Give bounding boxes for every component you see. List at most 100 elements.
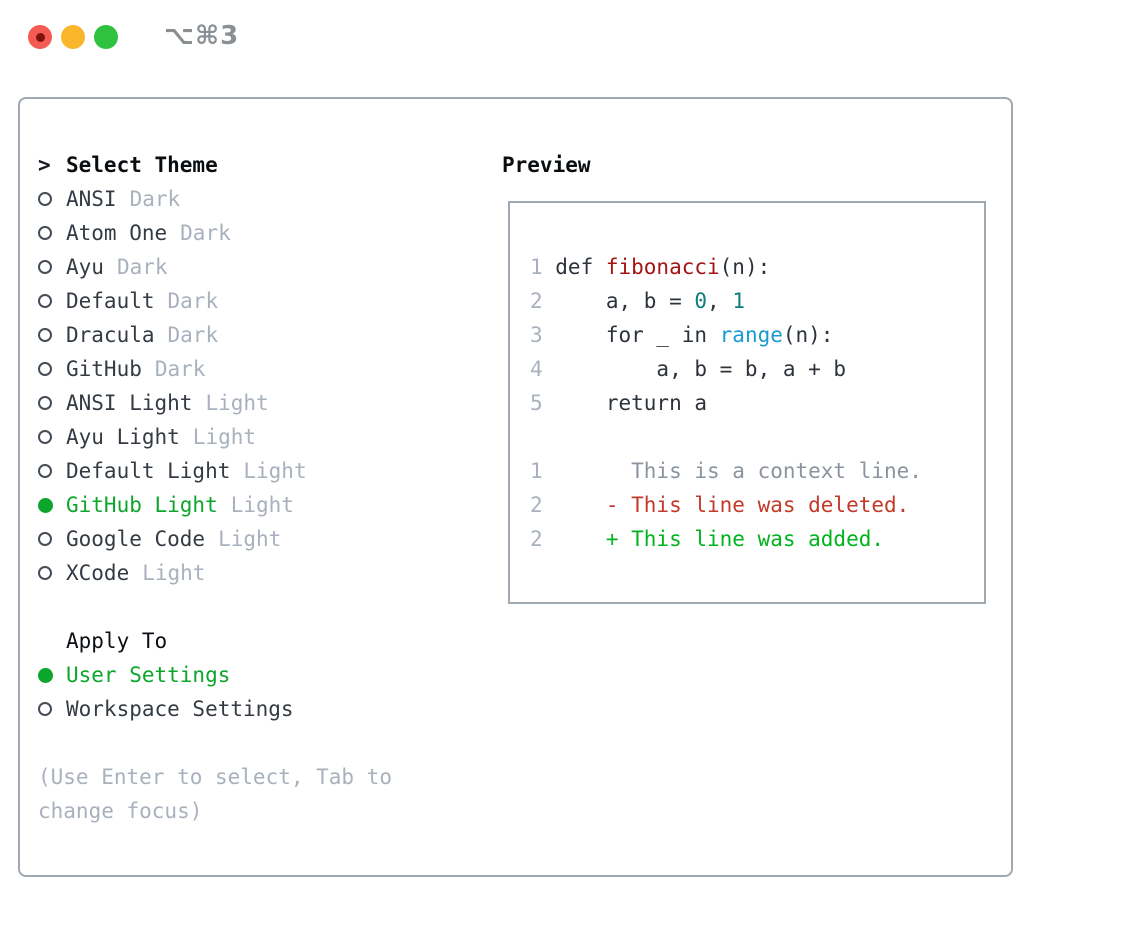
- close-dot-icon: [35, 32, 45, 42]
- theme-variant-badge: Light: [230, 493, 294, 517]
- code-token: (n):: [782, 323, 834, 347]
- theme-name: Ayu: [66, 255, 104, 279]
- code-token: (n):: [719, 255, 771, 279]
- code-token: range: [719, 323, 783, 347]
- apply-option-user-settings[interactable]: User Settings: [38, 658, 488, 692]
- preview-title: Preview: [502, 153, 591, 177]
- marker-cell: [38, 556, 66, 590]
- theme-name: Google Code: [66, 527, 206, 551]
- line-number: 3: [530, 323, 543, 347]
- theme-variant-badge: Dark: [154, 357, 206, 381]
- code-token: - This line was deleted.: [555, 493, 910, 517]
- theme-variant-badge: Dark: [167, 289, 219, 313]
- radio-icon: [38, 328, 52, 342]
- theme-option-ansi[interactable]: ANSI Dark: [38, 182, 488, 216]
- marker-cell: [38, 624, 66, 658]
- theme-option-github-light[interactable]: GitHub Light Light: [38, 488, 488, 522]
- code-line: 1 This is a context line.: [530, 454, 970, 488]
- apply-option-workspace-settings[interactable]: Workspace Settings: [38, 692, 488, 726]
- marker-cell: [38, 318, 66, 352]
- theme-name: GitHub: [66, 357, 142, 381]
- radio-icon: [38, 396, 52, 410]
- radio-icon: [38, 362, 52, 376]
- code-token: This is a context line.: [555, 459, 922, 483]
- radio-icon: [38, 464, 52, 478]
- code-token: for _ in: [555, 323, 720, 347]
- code-token: ,: [707, 289, 733, 313]
- code-token: a, b = b, a + b: [555, 357, 847, 381]
- marker-cell: >: [38, 148, 66, 182]
- theme-variant-badge: Light: [205, 391, 269, 415]
- theme-name: Ayu Light: [66, 425, 180, 449]
- help-text-line: (Use Enter to select, Tab to: [38, 765, 393, 789]
- theme-name: XCode: [66, 561, 130, 585]
- code-line: 2 - This line was deleted.: [530, 488, 970, 522]
- spacer-row: [38, 726, 488, 760]
- radio-selected-icon: [38, 667, 53, 683]
- marker-cell: [38, 454, 66, 488]
- spacer-row: [38, 590, 488, 624]
- radio-icon: [38, 192, 52, 206]
- theme-variant-badge: Light: [192, 425, 257, 449]
- line-number: 1: [530, 459, 543, 483]
- marker-cell: [38, 352, 66, 386]
- theme-option-github[interactable]: GitHub Dark: [38, 352, 488, 386]
- radio-icon: [38, 226, 52, 240]
- code-token: return a: [555, 391, 707, 415]
- code-token: def: [555, 255, 606, 279]
- radio-icon: [38, 294, 52, 308]
- apply-option-label: Workspace Settings: [66, 697, 294, 721]
- help-text-block: (Use Enter to select, Tab to change focus…: [38, 760, 488, 828]
- preview-header: Preview: [502, 148, 1002, 182]
- marker-cell: [38, 658, 66, 692]
- theme-name: Default: [66, 289, 155, 313]
- line-number: 5: [530, 391, 543, 415]
- theme-name: ANSI: [66, 187, 117, 211]
- radio-selected-icon: [38, 497, 53, 513]
- marker-cell: [38, 692, 66, 726]
- radio-icon: [38, 532, 52, 546]
- line-number: 2: [530, 493, 543, 517]
- code-line: 3 for _ in range(n):: [530, 318, 970, 352]
- zoom-button[interactable]: [94, 25, 118, 49]
- line-number: 2: [530, 289, 543, 313]
- theme-name: Dracula: [66, 323, 155, 347]
- code-line: 2 + This line was added.: [530, 522, 970, 556]
- theme-option-default[interactable]: Default Dark: [38, 284, 488, 318]
- code-token: 0: [694, 289, 708, 313]
- marker-cell: [38, 420, 66, 454]
- minimize-button[interactable]: [61, 25, 85, 49]
- select-theme-title: Select Theme: [66, 153, 218, 177]
- apply-to-header: Apply To: [38, 624, 488, 658]
- help-text-line: change focus): [38, 799, 203, 823]
- marker-cell: [38, 284, 66, 318]
- theme-name: GitHub Light: [66, 493, 218, 517]
- line-number: 4: [530, 357, 543, 381]
- code-token: fibonacci: [605, 255, 720, 279]
- code-line: 1 def fibonacci(n):: [530, 250, 970, 284]
- close-button[interactable]: [28, 25, 52, 49]
- theme-variant-badge: Dark: [129, 187, 181, 211]
- line-number: 2: [530, 527, 543, 551]
- code-line: 5 return a: [530, 386, 970, 420]
- radio-icon: [38, 430, 52, 444]
- marker-cell: [38, 182, 66, 216]
- marker-cell: [38, 386, 66, 420]
- theme-variant-badge: Dark: [180, 221, 231, 245]
- radio-icon: [38, 260, 52, 274]
- theme-option-ayu-light[interactable]: Ayu Light Light: [38, 420, 488, 454]
- line-number: 1: [530, 255, 543, 279]
